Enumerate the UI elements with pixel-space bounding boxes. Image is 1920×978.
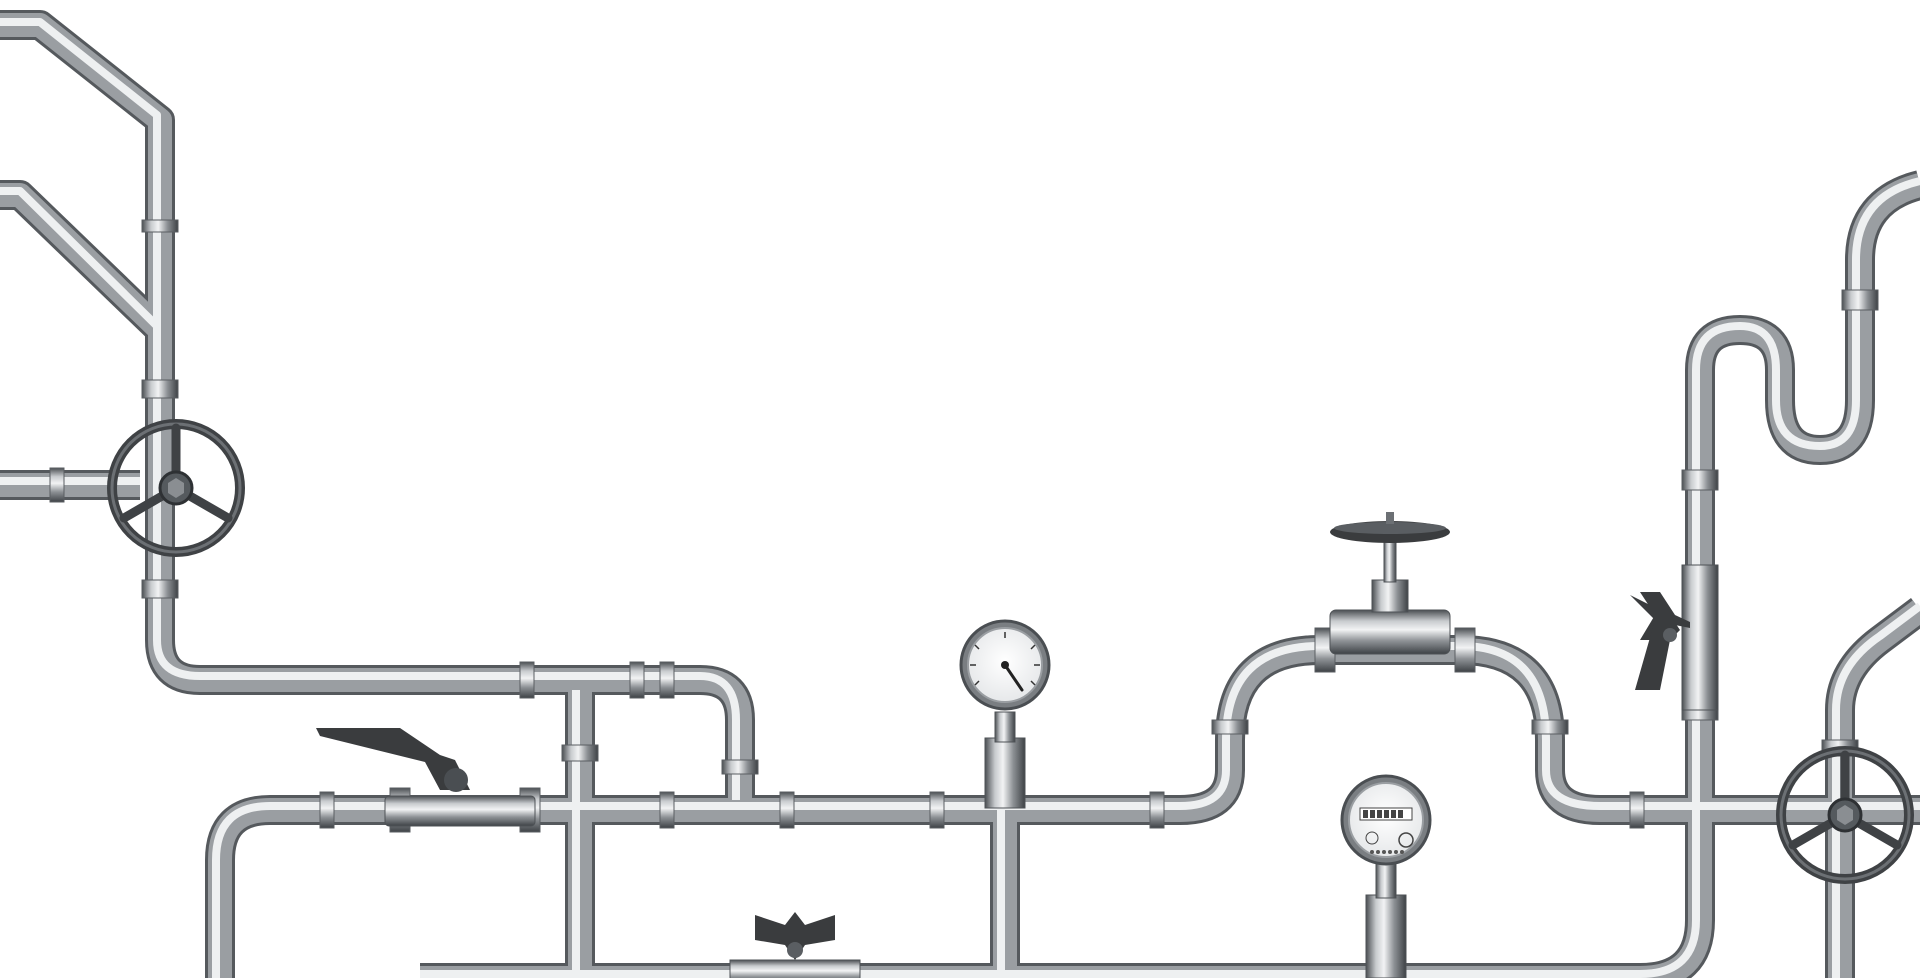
pipes — [0, 10, 1920, 978]
meter-icon — [1340, 774, 1432, 978]
butterfly-handle-icon — [1630, 564, 1719, 711]
lever-handle-icon — [316, 728, 536, 827]
butterfly-handle-icon — [729, 912, 861, 978]
handwheel-icon — [1776, 746, 1914, 884]
handwheel-icon — [107, 419, 245, 557]
valve-wheel-icon — [1329, 512, 1451, 655]
gauge-icon — [959, 619, 1051, 809]
